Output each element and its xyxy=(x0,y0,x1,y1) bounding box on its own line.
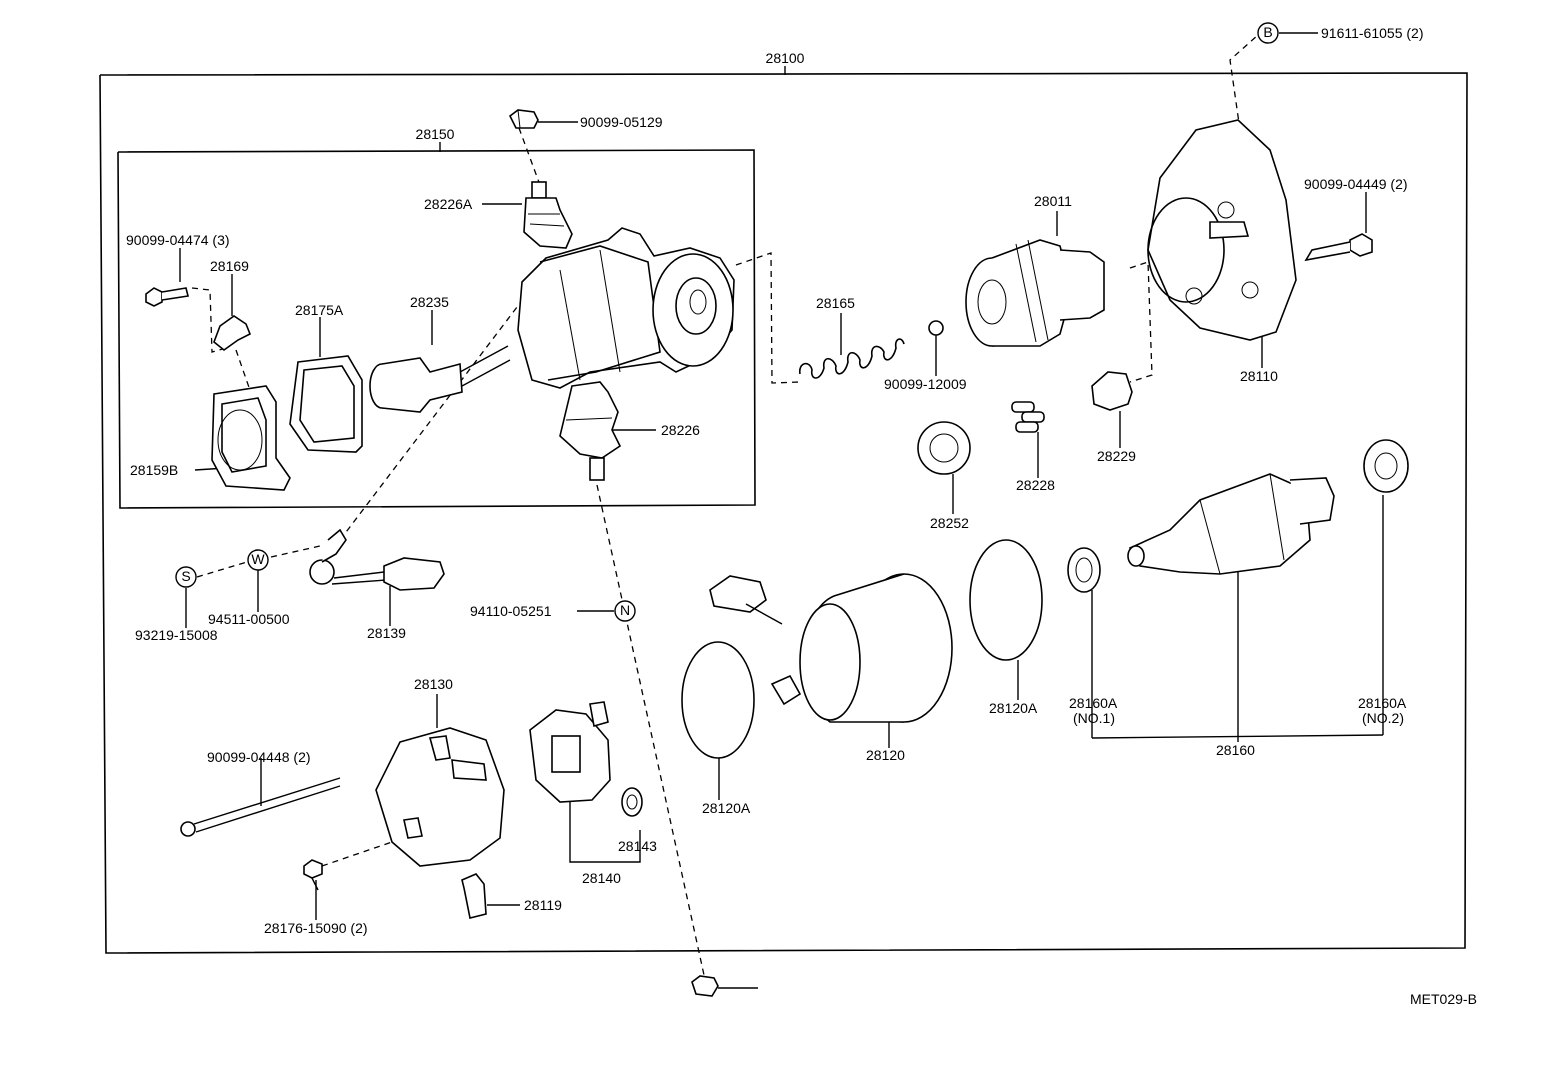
clutch-28011 xyxy=(965,239,1105,347)
label-28228: 28228 xyxy=(1016,477,1055,493)
marker-n-letter: N xyxy=(620,602,630,618)
screw-28176-15090 xyxy=(303,859,323,891)
label-28159b: 28159B xyxy=(130,462,178,478)
through-bolt-90099-04448 xyxy=(180,777,341,837)
label-28176-15090: 28176-15090 (2) xyxy=(264,920,368,936)
label-94110-05251: 94110-05251 xyxy=(470,603,552,619)
label-28235: 28235 xyxy=(410,294,449,310)
label-90099-04474: 90099-04474 (3) xyxy=(126,232,230,248)
label-94511-00500: 94511-00500 xyxy=(208,611,290,627)
label-28100: 28100 xyxy=(766,50,805,66)
assembly-guide-lines xyxy=(191,34,1259,976)
label-28160a-no2: 28160A xyxy=(1358,695,1407,711)
label-28143: 28143 xyxy=(618,838,657,854)
label-93219-15008: 93219-15008 xyxy=(135,627,218,643)
label-90099-05129: 90099-05129 xyxy=(580,114,663,130)
label-28130: 28130 xyxy=(414,676,453,692)
marker-w-letter: W xyxy=(251,551,265,567)
plunger-28235 xyxy=(369,345,511,413)
label-28110: 28110 xyxy=(1240,368,1278,384)
marker-w: W xyxy=(247,549,269,571)
bolt-90099-04449 xyxy=(1304,233,1373,262)
solenoid-subassembly-frame xyxy=(117,142,756,509)
cap-28119 xyxy=(461,873,487,919)
label-28229: 28229 xyxy=(1097,448,1136,464)
label-28160a-no2-sub: (NO.2) xyxy=(1362,710,1404,726)
nut-90179-08146 xyxy=(691,975,719,997)
label-90099-12009: 90099-12009 xyxy=(884,376,967,392)
gear-28252 xyxy=(917,421,971,475)
screw-90099-04474 xyxy=(145,287,189,307)
label-28011: 28011 xyxy=(1034,193,1072,209)
diagram-code: MET029-B xyxy=(1410,991,1477,1007)
clip-28169 xyxy=(213,315,252,352)
marker-s: S xyxy=(175,566,197,588)
spring-28165 xyxy=(799,338,905,379)
rollers-28228 xyxy=(1011,401,1045,433)
label-91611-61055: 91611-61055 (2) xyxy=(1321,25,1423,41)
part-labels: 28100 28150 90099-05129 28226A 90099-044… xyxy=(126,25,1477,1007)
solenoid-housing-28150 xyxy=(517,227,735,389)
label-28169: 28169 xyxy=(210,258,249,274)
ball-90099-12009 xyxy=(928,320,944,336)
label-28119: 28119 xyxy=(524,897,562,913)
brush-holder-28140 xyxy=(529,701,611,803)
leader-lines xyxy=(179,32,1384,989)
end-frame-28130 xyxy=(375,727,505,867)
bearing-28160a-no1 xyxy=(1067,547,1101,593)
brush-spring-28143 xyxy=(621,787,643,817)
terminal-28226 xyxy=(559,381,622,481)
marker-b: B xyxy=(1257,22,1279,44)
label-28165: 28165 xyxy=(816,295,855,311)
label-28150: 28150 xyxy=(416,126,455,142)
label-90099-04448: 90099-04448 (2) xyxy=(207,749,311,765)
cover-28159b xyxy=(211,385,291,491)
o-ring-28120a-left xyxy=(681,641,755,759)
armature-28160 xyxy=(1127,473,1335,575)
label-28226: 28226 xyxy=(661,422,700,438)
nut-90099-05129 xyxy=(508,109,539,129)
label-28160a-no1-sub: (NO.1) xyxy=(1073,710,1115,726)
yoke-28120 xyxy=(709,573,953,723)
marker-b-letter: B xyxy=(1263,24,1272,40)
gasket-28175a xyxy=(289,355,363,453)
retainer-28229 xyxy=(1091,371,1133,411)
label-28160a-no1: 28160A xyxy=(1069,695,1118,711)
bearing-28160a-no2 xyxy=(1363,439,1409,493)
lead-wire-28139 xyxy=(309,528,445,591)
label-28140: 28140 xyxy=(582,870,621,886)
label-28175a: 28175A xyxy=(295,302,344,318)
label-28120: 28120 xyxy=(866,747,905,763)
label-28226a: 28226A xyxy=(424,196,473,212)
drive-housing-28110 xyxy=(1147,119,1297,341)
label-28120a-right: 28120A xyxy=(989,700,1038,716)
label-28139: 28139 xyxy=(367,625,406,641)
assembly-frame xyxy=(99,66,1468,954)
label-28120a-left: 28120A xyxy=(702,800,751,816)
o-ring-28120a-right xyxy=(969,539,1043,661)
label-28252: 28252 xyxy=(930,515,969,531)
marker-n: N xyxy=(614,600,636,622)
terminal-28226a xyxy=(523,181,573,249)
label-90099-04449: 90099-04449 (2) xyxy=(1304,176,1408,192)
label-28160: 28160 xyxy=(1216,742,1255,758)
marker-s-letter: S xyxy=(181,568,190,584)
